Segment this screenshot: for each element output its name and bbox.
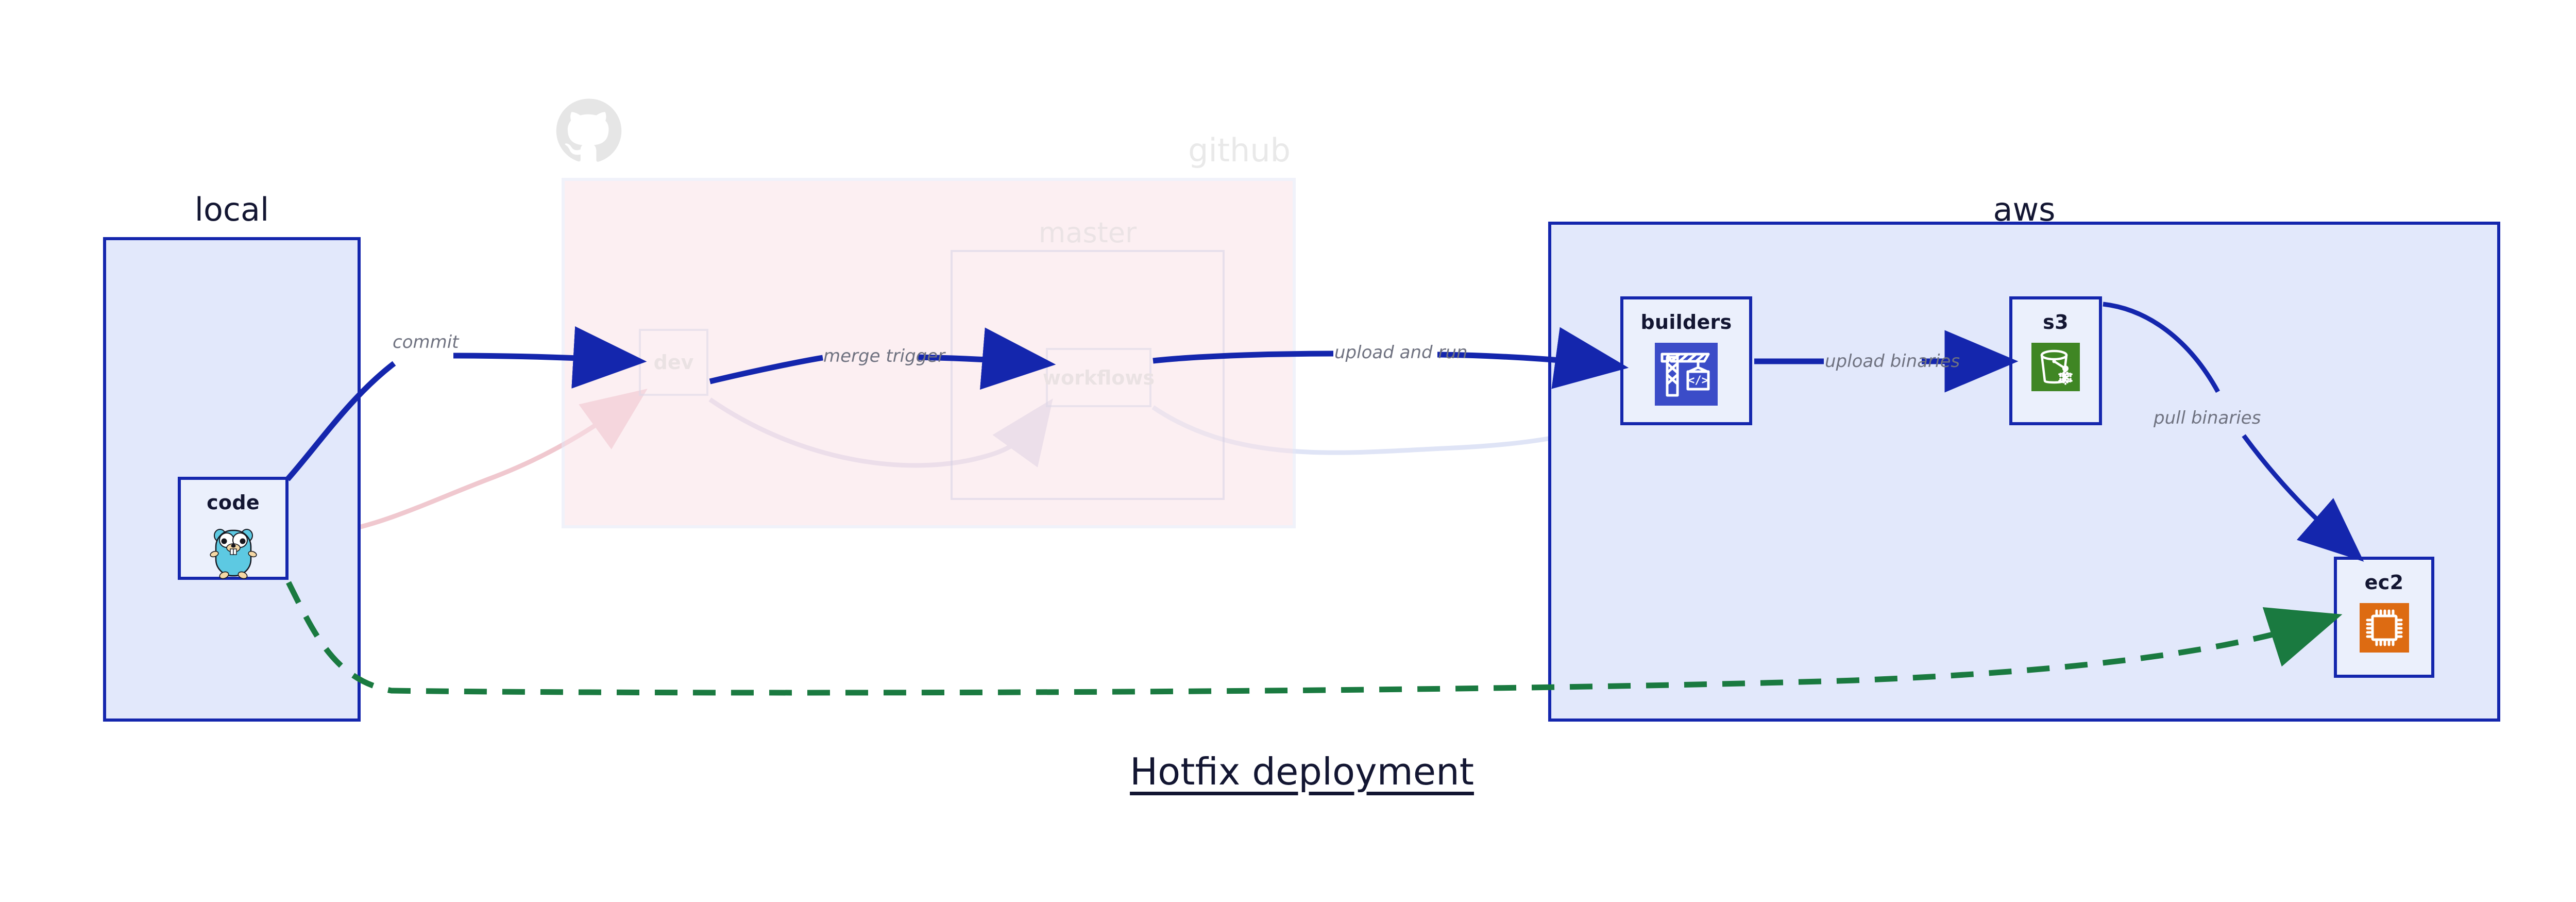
group-label-github: github [1188,131,1291,169]
cpu-chip-icon [2359,603,2409,655]
group-label-local: local [194,191,269,228]
crane-code-icon: </> [1655,343,1718,408]
node-dev[interactable]: dev [639,329,708,396]
node-label-dev: dev [653,351,694,374]
s3-bucket-icon [2031,343,2080,393]
diagram-title: Hotfix deployment [1130,750,1474,793]
edge-label-upload-and-run: upload and run [1334,342,1467,363]
node-label-code: code [207,491,260,514]
node-label-s3: s3 [2043,311,2069,333]
node-code[interactable]: code [178,477,289,580]
go-gopher-icon [209,523,258,583]
node-builders[interactable]: builders </> [1620,296,1752,425]
node-s3[interactable]: s3 [2009,296,2102,425]
edge-label-commit: commit [393,332,460,353]
node-label-ec2: ec2 [2364,571,2404,594]
node-label-builders: builders [1640,311,1732,333]
node-workflows[interactable]: workflows [1043,348,1155,407]
svg-text:</>: </> [1688,374,1708,387]
node-ec2[interactable]: ec2 [2334,557,2434,678]
subgroup-label-master: master [1038,216,1137,249]
subgroup-master [951,250,1225,500]
node-label-workflows: workflows [1042,366,1155,389]
